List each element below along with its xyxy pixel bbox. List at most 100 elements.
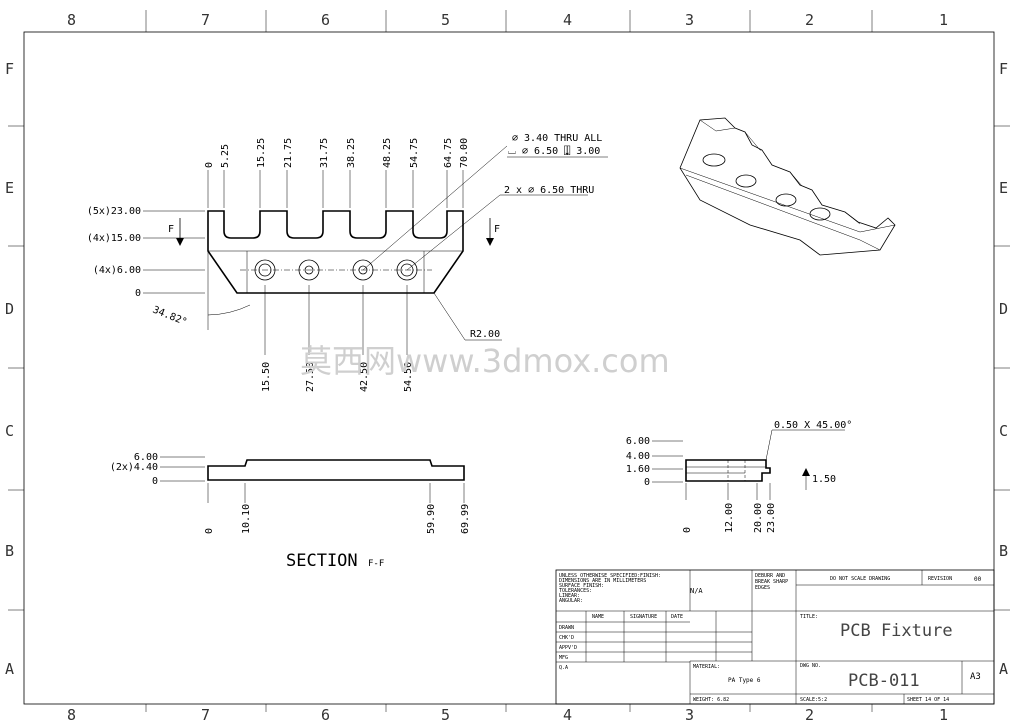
grid-col-label-top: 8 (67, 11, 76, 29)
title-label: TITLE: (800, 614, 818, 620)
signature-col-header: NAME (592, 614, 604, 620)
grid-col-label-top: 2 (805, 11, 814, 29)
angle-arc (207, 304, 251, 316)
grid-ticks (8, 10, 1010, 712)
dwg-no-label: DWG NO. (800, 663, 821, 669)
dim-label: 42.50 (359, 362, 370, 392)
grid-col-label-top: 5 (441, 11, 450, 29)
section-arrow-right: F (486, 218, 500, 246)
deburr-line: EDGES (755, 585, 770, 591)
grid-col-label-bottom: 5 (441, 706, 450, 720)
tolerance-notes: UNLESS OTHERWISE SPECIFIED:DIMENSIONS AR… (559, 573, 646, 604)
side-right-dim: 1.50 (812, 474, 836, 485)
section-left-dims: 6.00(2x)4.40 0 (110, 452, 205, 487)
tolerance-note-line: UNLESS OTHERWISE SPECIFIED: (559, 573, 640, 579)
dim-label: 38.25 (346, 138, 357, 168)
grid-col-label-top: 6 (321, 11, 330, 29)
weight: WEIGHT: 6.82 (693, 697, 729, 703)
dim-label: 10.10 (241, 504, 252, 534)
grid-col-label-bottom: 6 (321, 706, 330, 720)
dim-label: 59.90 (426, 504, 437, 534)
dim-label: 48.25 (382, 138, 393, 168)
front-left-dims: (5x)23.00(4x)15.00(4x)6.000 (87, 206, 205, 299)
grid-col-label-bottom: 4 (563, 706, 572, 720)
dim-label: 70.00 (459, 138, 470, 168)
dim-label: 6.00 (626, 436, 650, 447)
grid-row-label-right: E (999, 179, 1008, 197)
side-left-dims: 6.004.001.600 (626, 436, 683, 488)
grid-col-label-top: 3 (685, 11, 694, 29)
section-arrow-left: F (168, 218, 184, 246)
grid-row-label-right: D (999, 300, 1008, 318)
material-value: PA Type 6 (728, 677, 761, 684)
tolerance-note-line: DIMENSIONS ARE IN MILLIMETERS (559, 578, 646, 584)
finish-value: N/A (690, 587, 703, 595)
grid-row-label-right: A (999, 660, 1008, 678)
dim-label: 31.75 (319, 138, 330, 168)
chamfer-note: 0.50 X 45.00° (774, 420, 852, 431)
grid-row-label-left: F (5, 60, 14, 78)
dim-label: 4.00 (626, 451, 650, 462)
dim-label: (4x)15.00 (87, 233, 141, 244)
angle-dim: 34.82° (151, 305, 189, 329)
deburr-line: BREAK SHARP (755, 579, 788, 585)
dim-label: (2x)4.40 (110, 462, 158, 473)
tolerance-note-line: TOLERANCES: (559, 588, 592, 594)
dim-label: 15.50 (261, 362, 272, 392)
signature-col-header: DATE (671, 614, 683, 620)
drawing-title: PCB Fixture (840, 621, 953, 641)
grid-row-label-right: F (999, 60, 1008, 78)
dim-label: 54.75 (409, 138, 420, 168)
side-view-outline (685, 459, 771, 482)
sheet-number: SHEET 14 OF 14 (907, 697, 949, 703)
grid-col-label-bottom: 2 (805, 706, 814, 720)
dim-label: 6.00 (134, 452, 158, 463)
hole-note-thru-all: ⌀ 3.40 THRU ALL (512, 133, 602, 144)
section-outline (207, 459, 465, 481)
section-label-suffix: F-F (368, 559, 384, 569)
scale: SCALE:5:2 (800, 697, 827, 703)
svg-text:F: F (494, 224, 500, 235)
revision-value: 00 (974, 576, 982, 583)
grid-col-label-top: 4 (563, 11, 572, 29)
dim-label: 0 (135, 288, 141, 299)
radius-leader (433, 292, 466, 341)
grid-col-label-top: 1 (939, 11, 948, 29)
dim-label: 54.50 (403, 362, 414, 392)
grid-col-label-bottom: 8 (67, 706, 76, 720)
isometric-view (679, 117, 896, 256)
tolerance-note-line: LINEAR: (559, 593, 580, 599)
title-block: UNLESS OTHERWISE SPECIFIED:DIMENSIONS AR… (555, 569, 995, 705)
dim-label: 20.00 (753, 503, 764, 533)
grid-col-label-top: 7 (201, 11, 210, 29)
hole-note-counterbore: ⌴ ⌀ 6.50 ⍗ 3.00 (508, 145, 600, 157)
grid-col-label-bottom: 3 (685, 706, 694, 720)
deburr-line: DEBURR AND (755, 573, 785, 579)
material-label: MATERIAL: (693, 664, 720, 670)
grid-row-label-right: B (999, 542, 1008, 560)
grid-row-label-left: B (5, 542, 14, 560)
dim-label: 64.75 (443, 138, 454, 168)
dim-label: 23.00 (766, 503, 777, 533)
radius-dim: R2.00 (470, 329, 500, 340)
signature-col-header: SIGNATURE (630, 614, 657, 620)
dim-label: 0 (152, 476, 158, 487)
dim-label: 0 (204, 162, 215, 168)
do-not-scale: DO NOT SCALE DRAWING (830, 576, 890, 582)
sheet-size: A3 (970, 672, 981, 682)
signature-row-label: DRAWN (559, 625, 574, 631)
hole-note-leader (406, 194, 501, 271)
signature-row-label: CHK'D (559, 635, 574, 641)
grid-row-label-right: C (999, 422, 1008, 440)
dim-label: 0 (682, 527, 693, 533)
hole-note-two-holes: 2 x ⌀ 6.50 THRU (504, 185, 594, 196)
grid-row-label-left: D (5, 300, 14, 318)
tolerance-note-line: SURFACE FINISH: (559, 583, 604, 589)
